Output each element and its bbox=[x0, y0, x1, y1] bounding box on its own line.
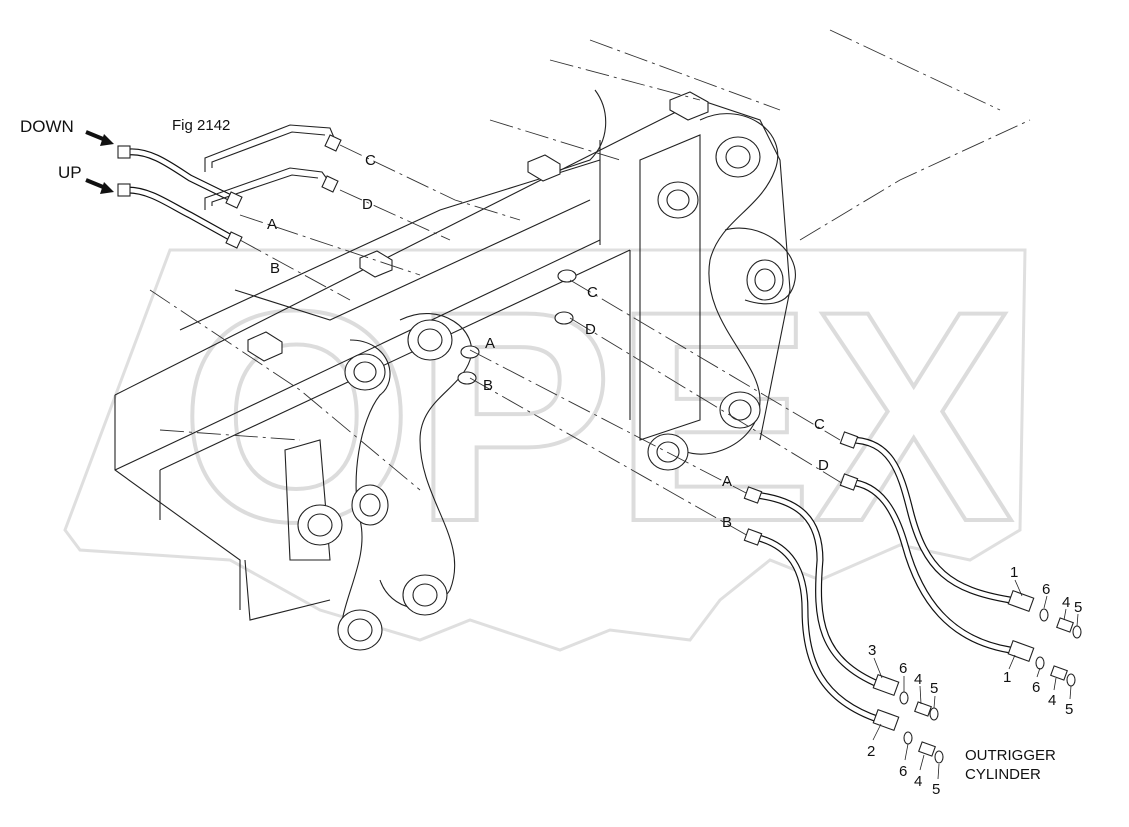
component-label-outrigger: OUTRIGGER bbox=[965, 747, 1056, 764]
letter-d-top: D bbox=[362, 196, 373, 213]
supply-tube-assembly bbox=[117, 124, 342, 249]
connection-letter-labels: C D A B C D A B C D A B bbox=[267, 152, 829, 531]
callout-left-lower-oring-a: 6 bbox=[899, 763, 907, 780]
callout-right-lower-adapter: 4 bbox=[1048, 692, 1056, 709]
callout-left-lower-hose: 2 bbox=[867, 743, 875, 760]
callout-left-upper-oring-b: 5 bbox=[930, 680, 938, 697]
callout-right-lower-oring-b: 5 bbox=[1065, 701, 1073, 718]
callout-left-upper-hose: 3 bbox=[868, 642, 876, 659]
figure-reference: Fig 2142 bbox=[172, 117, 230, 134]
letter-a-top: A bbox=[267, 216, 277, 233]
letter-b-mid: B bbox=[483, 377, 493, 394]
letter-c-top: C bbox=[365, 152, 376, 169]
hose-assembly-left bbox=[743, 486, 944, 764]
callout-left-upper-adapter: 4 bbox=[914, 671, 922, 688]
callout-left-lower-oring-b: 5 bbox=[932, 781, 940, 798]
up-label: UP bbox=[58, 163, 82, 182]
callout-left-upper-oring-a: 6 bbox=[899, 660, 907, 677]
chassis-frame bbox=[114, 89, 796, 651]
letter-d-mid: D bbox=[585, 321, 596, 338]
pin-boss bbox=[297, 136, 784, 651]
callout-right-upper-oring-b: 5 bbox=[1074, 599, 1082, 616]
callout-left-lower-adapter: 4 bbox=[914, 773, 922, 790]
component-label-cylinder: CYLINDER bbox=[965, 766, 1041, 783]
arrow-down-icon bbox=[85, 130, 114, 146]
connection-lines bbox=[149, 29, 1031, 538]
callout-right-upper-adapter: 4 bbox=[1062, 594, 1070, 611]
letter-b-low: B bbox=[722, 514, 732, 531]
letter-a-low: A bbox=[722, 473, 732, 490]
letter-a-mid: A bbox=[485, 335, 495, 352]
callout-right-lower-oring-a: 6 bbox=[1032, 679, 1040, 696]
callout-right-lower-hose: 1 bbox=[1003, 669, 1011, 686]
letter-d-low: D bbox=[818, 457, 829, 474]
callout-right-upper-oring-a: 6 bbox=[1042, 581, 1050, 598]
leader-lines bbox=[872, 579, 1079, 780]
down-label: DOWN bbox=[20, 117, 74, 136]
letter-c-low: C bbox=[814, 416, 825, 433]
letter-b-top: B bbox=[270, 260, 280, 277]
arrow-up-icon bbox=[85, 178, 114, 194]
callout-right-upper-hose: 1 bbox=[1010, 564, 1018, 581]
hose-assembly-right bbox=[839, 431, 1082, 687]
letter-c-mid: C bbox=[587, 284, 598, 301]
figure-labels: DOWN UP Fig 2142 OUTRIGGER CYLINDER bbox=[20, 117, 1056, 783]
part-number-callouts: 1 6 4 5 1 6 4 5 3 6 4 5 2 6 4 5 bbox=[867, 564, 1082, 798]
